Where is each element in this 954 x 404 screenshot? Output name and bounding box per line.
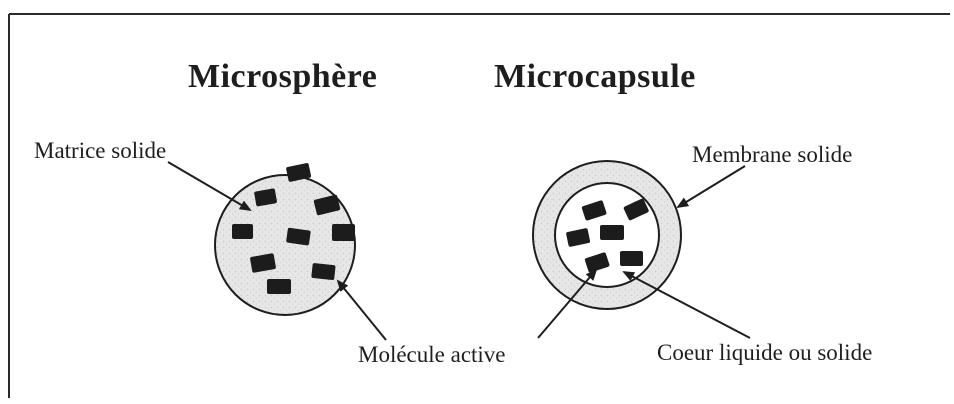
label-matrix: Matrice solide bbox=[34, 138, 166, 164]
active-particle bbox=[311, 263, 335, 280]
microcapsule bbox=[533, 161, 681, 309]
title-microcapsule: Microcapsule bbox=[494, 58, 696, 96]
active-particle bbox=[620, 251, 643, 266]
active-particle bbox=[232, 224, 253, 239]
label-active-molecule: Molécule active bbox=[358, 342, 506, 368]
label-membrane: Membrane solide bbox=[692, 142, 852, 168]
arrow-matrix bbox=[168, 162, 250, 210]
active-particle bbox=[332, 224, 355, 241]
arrow-core bbox=[624, 272, 750, 338]
microsphere bbox=[215, 163, 355, 315]
title-microsphere: Microsphère bbox=[188, 58, 377, 96]
label-core: Coeur liquide ou solide bbox=[657, 340, 872, 366]
active-particle bbox=[600, 225, 624, 240]
active-particle bbox=[286, 228, 311, 246]
active-particle bbox=[267, 279, 291, 294]
arrow-active-molecule-sphere bbox=[338, 281, 386, 340]
arrow-membrane bbox=[678, 166, 745, 207]
